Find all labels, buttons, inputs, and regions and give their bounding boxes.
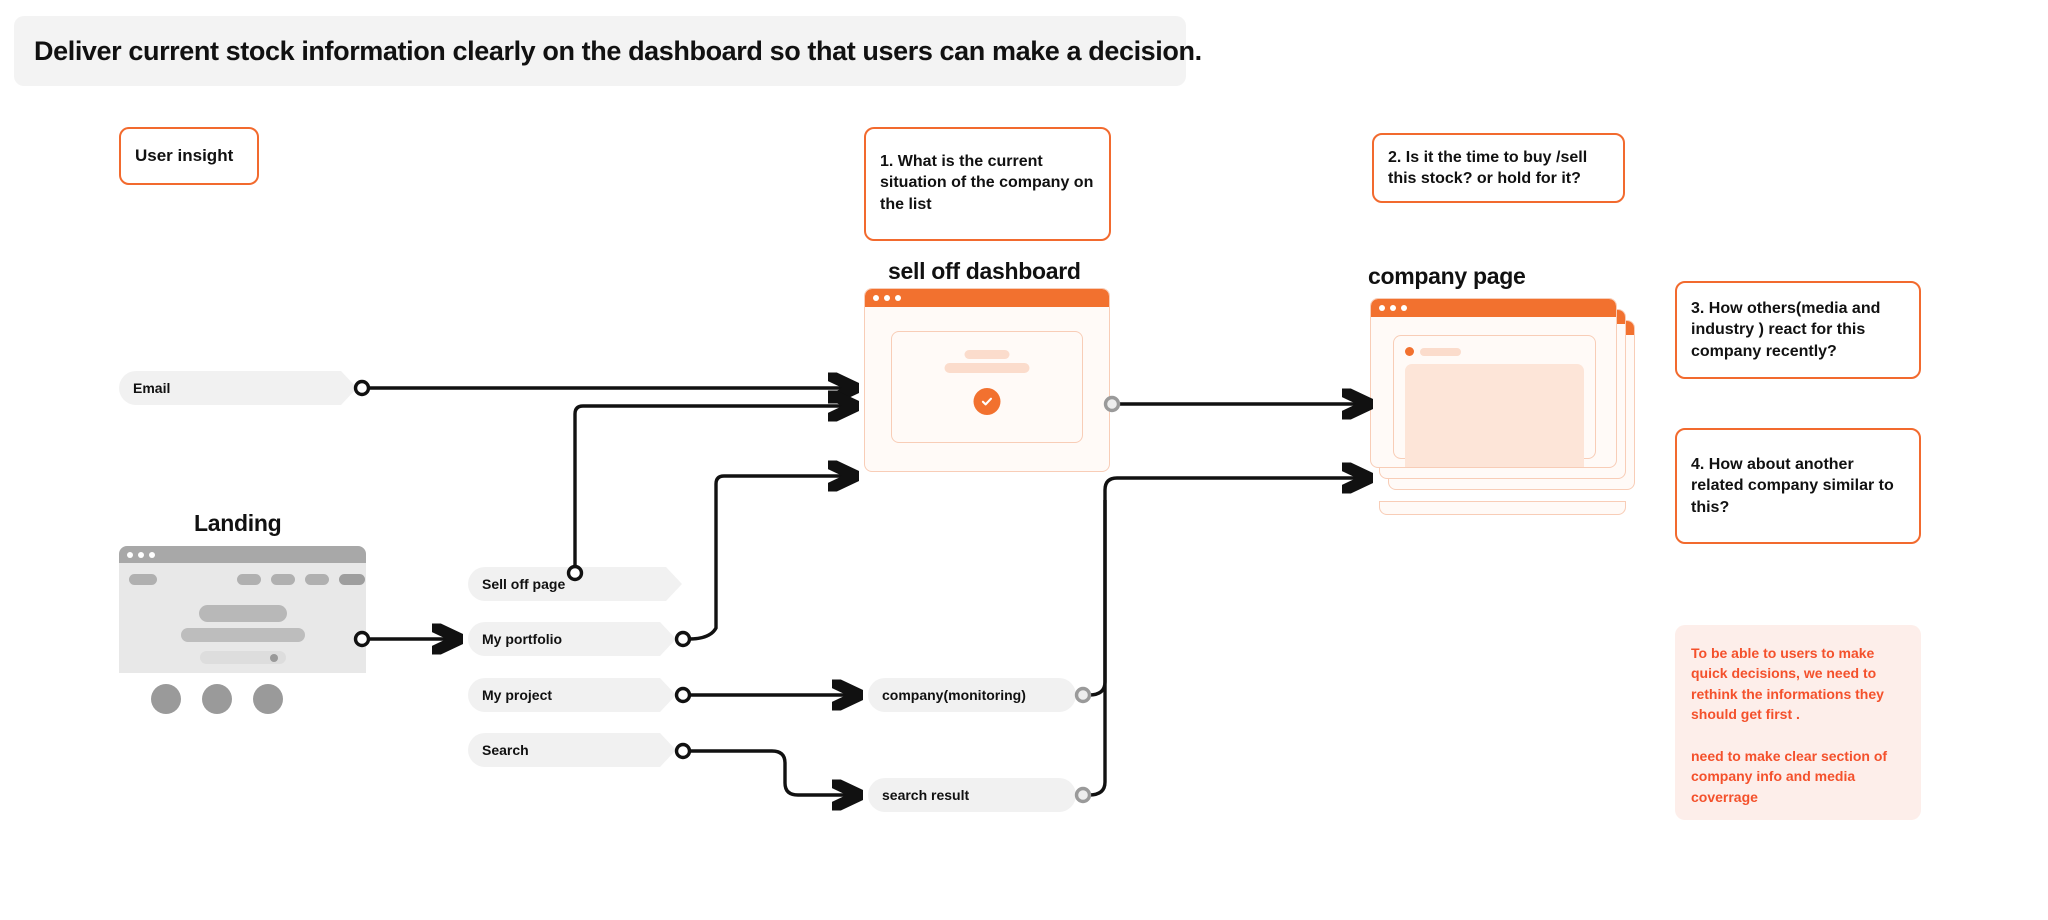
logo-placeholder (129, 574, 157, 585)
screen-mockup-landing[interactable] (119, 546, 366, 731)
caption-company-page: company page (1368, 263, 1526, 289)
connector-node-portfolio-out (674, 630, 692, 648)
window-dot-icon (149, 551, 155, 558)
placeholder-circle (202, 684, 232, 714)
placeholder-bar-long (944, 363, 1030, 373)
placeholder-bar-title (1420, 348, 1461, 356)
legend-user-insight: User insight (119, 127, 259, 185)
browser-titlebar (119, 546, 366, 563)
window-dot-icon (1401, 305, 1407, 311)
nav-item-placeholder (271, 574, 295, 585)
window-dot-icon (884, 295, 890, 301)
nav-item-placeholder (339, 574, 365, 585)
flow-node-sell-off-page-label: Sell off page (482, 576, 566, 592)
placeholder-circle (253, 684, 283, 714)
company-avatar-icon (1405, 347, 1414, 356)
flow-node-my-portfolio[interactable]: My portfolio (468, 622, 676, 656)
connector-node-landing-out (353, 630, 371, 648)
browser-window-front (1370, 298, 1617, 468)
window-dot-icon (138, 551, 144, 558)
flow-node-my-portfolio-label: My portfolio (482, 631, 563, 647)
page-title: Deliver current stock information clearl… (34, 35, 1202, 66)
window-dot-icon (873, 295, 879, 301)
flow-node-company-monitoring[interactable]: company(monitoring) (868, 678, 1076, 712)
insight-box-q2-text: 2. Is it the time to buy /sell this stoc… (1388, 148, 1588, 187)
screen-mockup-sell-off-dashboard[interactable] (864, 288, 1110, 472)
insight-box-q2: 2. Is it the time to buy /sell this stoc… (1372, 133, 1625, 203)
note-paragraph-2: need to make clear section of company in… (1691, 748, 1888, 805)
placeholder-bar-heading (198, 605, 287, 622)
placeholder-button-dot (269, 653, 278, 662)
connector-node-searchresult-out (1074, 786, 1092, 804)
window-dot-icon (127, 551, 133, 558)
wire-searchresult-to-trunk (1088, 500, 1107, 797)
wire-portfolio-to-dashboard (688, 476, 854, 641)
connector-node-search-out (674, 742, 692, 760)
caption-landing: Landing (194, 510, 282, 536)
window-dot-icon (1390, 305, 1396, 311)
screen-mockup-company-page[interactable] (1370, 298, 1635, 515)
insight-box-q3: 3. How others(media and industry ) react… (1675, 281, 1921, 379)
flow-node-search[interactable]: Search (468, 733, 676, 767)
insight-box-q1-text: 1. What is the current situation of the … (880, 153, 1094, 213)
landing-body (119, 563, 366, 673)
connector-node-project-out (674, 686, 692, 704)
header-banner: Deliver current stock information clearl… (14, 16, 1202, 86)
flow-node-search-result[interactable]: search result (868, 778, 1076, 812)
flow-node-search-label: Search (482, 742, 529, 758)
company-content-card (1393, 335, 1596, 467)
browser-frame (864, 288, 1110, 472)
placeholder-circle (151, 684, 181, 714)
window-dot-icon (895, 295, 901, 301)
placeholder-content-block (1405, 364, 1584, 467)
connector-node-monitoring-out (1074, 686, 1092, 704)
flow-node-company-monitoring-label: company(monitoring) (882, 687, 1026, 703)
note-card: To be able to users to make quick decisi… (1675, 625, 1921, 820)
browser-titlebar (1371, 299, 1616, 317)
flow-node-my-project[interactable]: My project (468, 678, 676, 712)
dashboard-content-card (891, 331, 1083, 443)
connector-node-dashboard-out (1103, 395, 1121, 413)
insight-box-q4: 4. How about another related company sim… (1675, 428, 1921, 544)
placeholder-bar-short (964, 350, 1010, 359)
check-circle-icon (973, 388, 1001, 415)
flow-node-my-project-label: My project (482, 687, 553, 703)
caption-sell-off-dashboard: sell off dashboard (888, 258, 1081, 284)
browser-titlebar (865, 289, 1109, 307)
placeholder-search-field (199, 651, 286, 664)
placeholder-bar-subheading (180, 628, 305, 642)
wire-search-to-searchresult (689, 749, 858, 795)
flow-node-email[interactable]: Email (119, 371, 357, 405)
nav-item-placeholder (305, 574, 329, 585)
flow-node-email-label: Email (133, 380, 171, 396)
legend-user-insight-label: User insight (135, 145, 234, 165)
flow-node-search-result-label: search result (882, 787, 970, 803)
browser-frame (119, 546, 366, 731)
window-dot-icon (1379, 305, 1385, 311)
connector-node-selloff-out (566, 564, 584, 582)
note-paragraph-1: To be able to users to make quick decisi… (1691, 645, 1884, 722)
insight-box-q4-text: 4. How about another related company sim… (1691, 456, 1894, 516)
insight-box-q1: 1. What is the current situation of the … (864, 127, 1111, 241)
connector-node-email-out (353, 379, 371, 397)
nav-item-placeholder (237, 574, 261, 585)
wire-selloff-to-dashboard (573, 406, 854, 573)
browser-window-base (1379, 501, 1626, 515)
insight-box-q3-text: 3. How others(media and industry ) react… (1691, 300, 1881, 360)
wire-monitoring-to-company (1088, 478, 1368, 697)
